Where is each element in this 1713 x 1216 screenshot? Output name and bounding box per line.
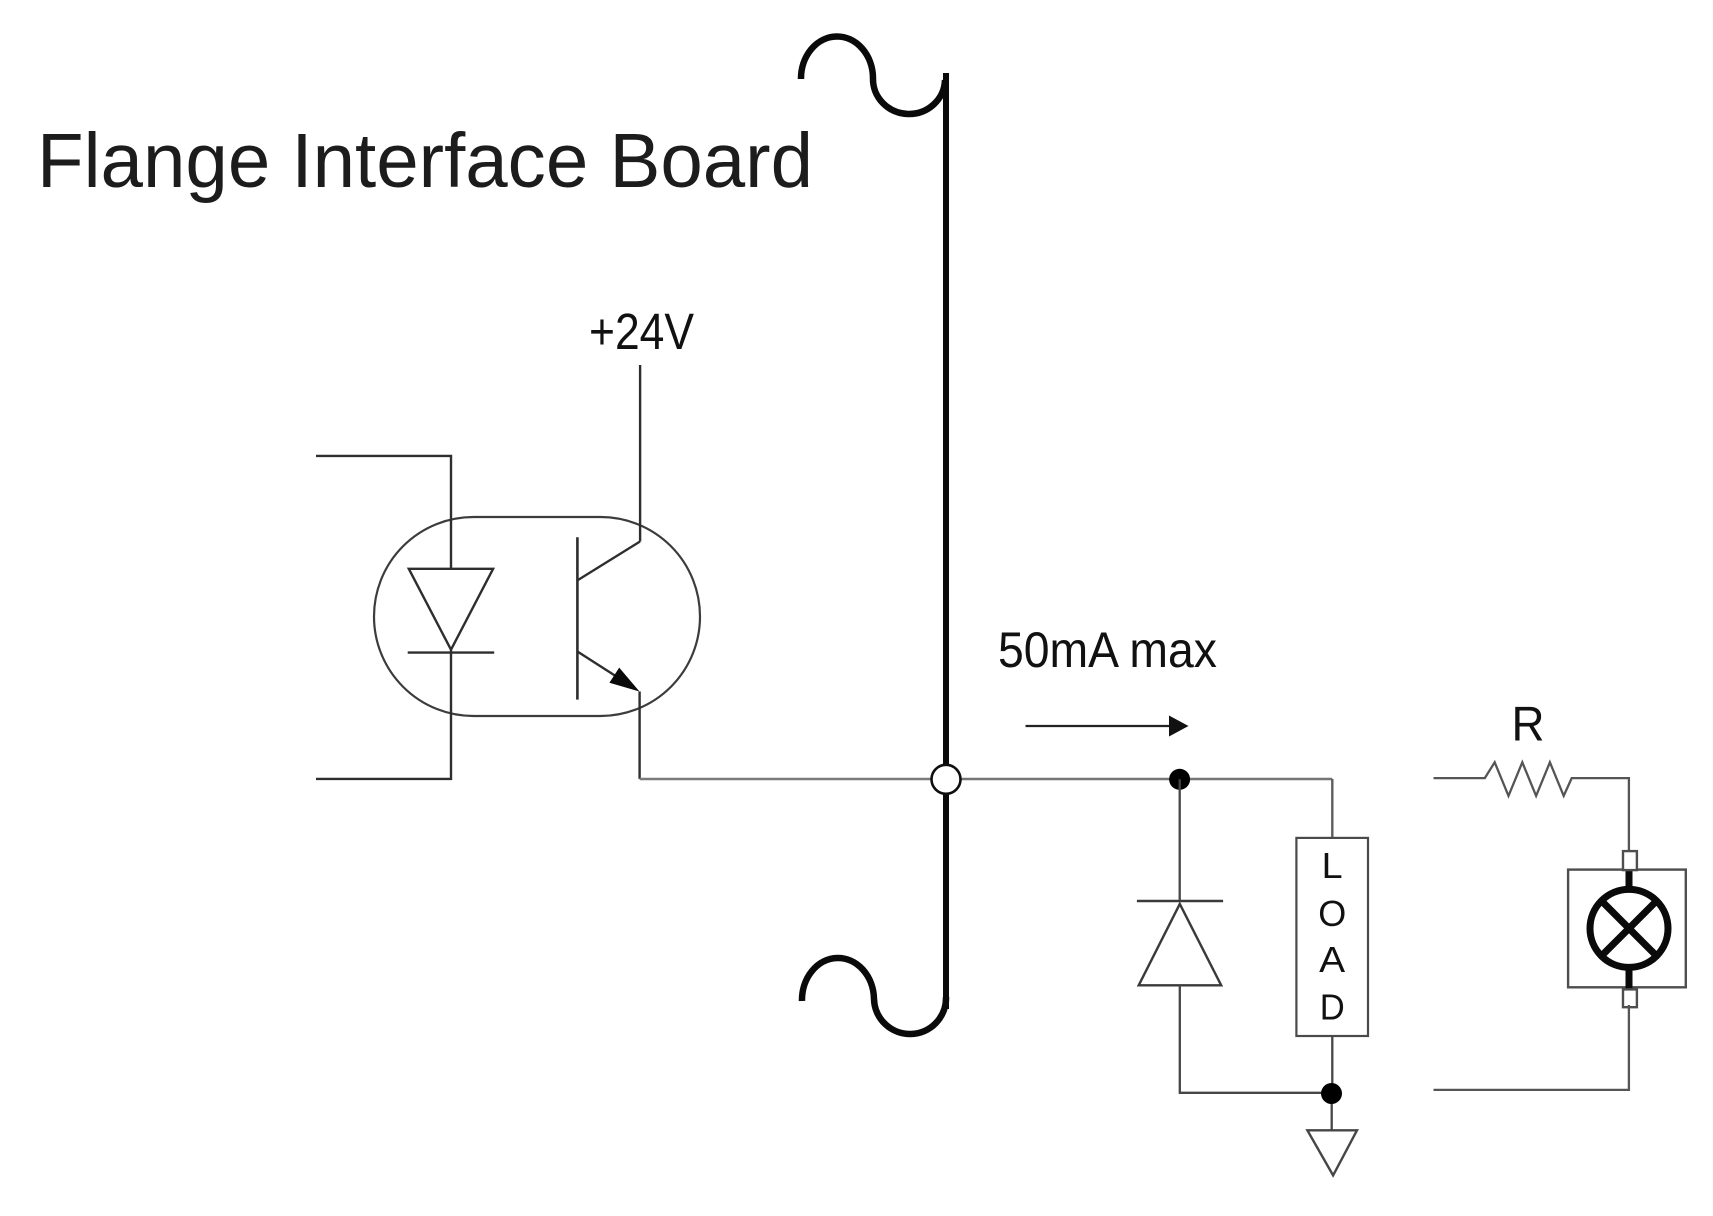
- svg-text:O: O: [1318, 893, 1346, 934]
- svg-text:D: D: [1320, 986, 1345, 1027]
- svg-text:A: A: [1319, 939, 1345, 980]
- svg-text:50mA max: 50mA max: [998, 622, 1217, 678]
- svg-text:L: L: [1322, 845, 1343, 886]
- svg-text:R: R: [1512, 698, 1545, 752]
- svg-text:Flange Interface Board: Flange Interface Board: [37, 118, 813, 204]
- svg-text:+24V: +24V: [589, 303, 694, 360]
